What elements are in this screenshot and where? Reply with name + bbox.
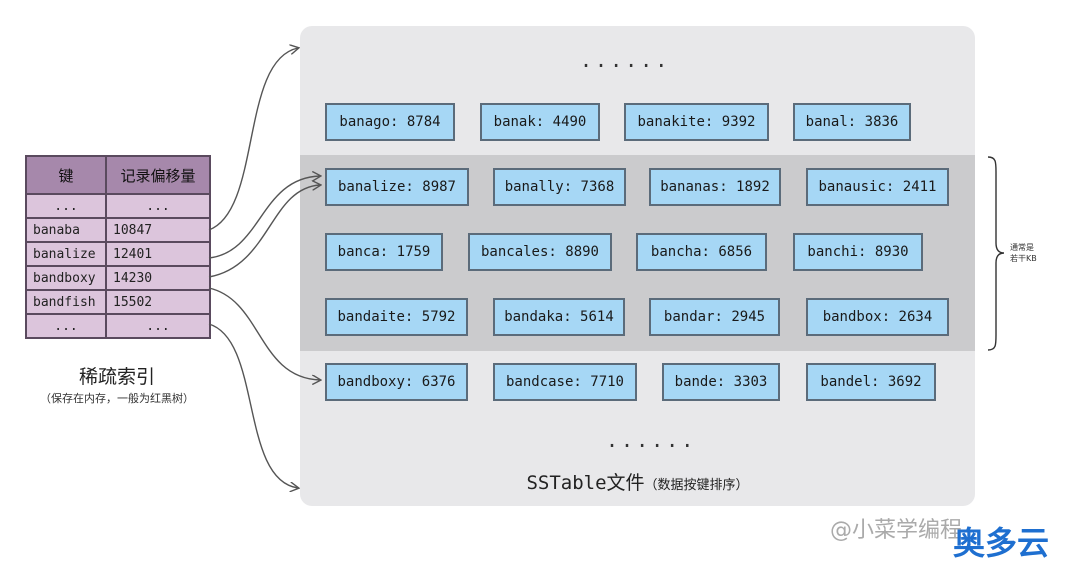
arrow-bottom-ellipsis	[208, 323, 298, 488]
entry-banally: banally: 7368	[493, 168, 626, 206]
arrow-top-ellipsis	[208, 48, 298, 231]
entry-bandboxy: bandboxy: 6376	[325, 363, 468, 401]
entry-banakite: banakite: 9392	[624, 103, 769, 141]
arrow-banalize	[208, 185, 320, 278]
brace	[987, 156, 1005, 351]
arrow-banaba	[208, 176, 320, 259]
brace-note-line: 通常是	[1010, 243, 1034, 252]
index-key-cell: bandboxy	[25, 265, 107, 291]
entry-banca: banca: 1759	[325, 233, 443, 271]
index-row: banalize 12401	[25, 241, 211, 267]
index-offset-cell: 10847	[105, 217, 211, 243]
index-offset-cell: ...	[105, 313, 211, 339]
index-subtitle: （保存在内存，一般为红黑树）	[40, 392, 194, 405]
entry-bananas: bananas: 1892	[649, 168, 781, 206]
sparse-index-table: 键 记录偏移量 ... ... banaba 10847 banalize 12…	[25, 155, 211, 339]
entry-bandel: bandel: 3692	[806, 363, 936, 401]
entry-bandar: bandar: 2945	[649, 298, 780, 336]
entry-bancales: bancales: 8890	[468, 233, 612, 271]
index-offset-cell: 15502	[105, 289, 211, 315]
entry-bandbox: bandbox: 2634	[806, 298, 949, 336]
entry-bandaka: bandaka: 5614	[493, 298, 625, 336]
index-key-cell: bandfish	[25, 289, 107, 315]
brace-note-line: 若干KB	[1010, 254, 1037, 263]
index-key-cell: banaba	[25, 217, 107, 243]
index-key-cell: banalize	[25, 241, 107, 267]
entry-bandaite: bandaite: 5792	[325, 298, 468, 336]
arrow-bandboxy	[208, 287, 320, 380]
sstable-title: SSTable文件	[526, 472, 645, 494]
entry-banak: banak: 4490	[480, 103, 600, 141]
index-row: ... ...	[25, 193, 211, 219]
entry-banausic: banausic: 2411	[806, 168, 949, 206]
index-row: banaba 10847	[25, 217, 211, 243]
entry-banalize: banalize: 8987	[325, 168, 469, 206]
sstable-subtitle: （数据按键排序）	[644, 478, 749, 493]
sstable-bottom-ellipsis: ......	[606, 428, 697, 452]
index-offset-cell: 14230	[105, 265, 211, 291]
entry-bancha: bancha: 6856	[636, 233, 767, 271]
entry-bandcase: bandcase: 7710	[493, 363, 637, 401]
author-watermark: @小菜学编程	[830, 518, 963, 543]
sstable-top-ellipsis: ......	[580, 48, 671, 72]
index-row: ... ...	[25, 313, 211, 339]
index-key-cell: ...	[25, 193, 107, 219]
index-header-offset: 记录偏移量	[105, 155, 211, 195]
index-header-row: 键 记录偏移量	[25, 155, 211, 195]
entry-banchi: banchi: 8930	[793, 233, 923, 271]
index-offset-cell: ...	[105, 193, 211, 219]
entry-banago: banago: 8784	[325, 103, 455, 141]
index-row: bandfish 15502	[25, 289, 211, 315]
index-offset-cell: 12401	[105, 241, 211, 267]
index-key-cell: ...	[25, 313, 107, 339]
index-row: bandboxy 14230	[25, 265, 211, 291]
sstable-caption: SSTable文件（数据按键排序）	[300, 468, 975, 495]
index-title: 稀疏索引	[78, 366, 155, 388]
entry-bande: bande: 3303	[662, 363, 780, 401]
entry-banal: banal: 3836	[793, 103, 911, 141]
brand-watermark: 奥多云	[953, 524, 1050, 562]
index-header-key: 键	[25, 155, 107, 195]
brace-note: 通常是 若干KB	[1010, 242, 1037, 264]
